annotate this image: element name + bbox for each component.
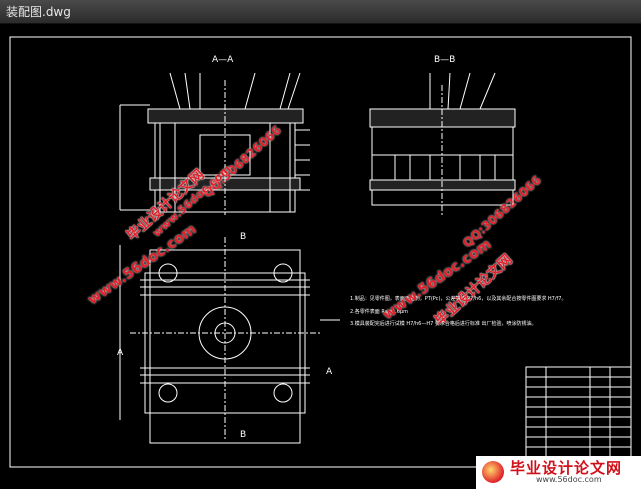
section-label-aa: A—A	[212, 55, 234, 65]
cut-label-b-bottom: B	[240, 430, 247, 440]
cut-label-b-top: B	[240, 232, 247, 242]
section-label-bb: B—B	[434, 55, 456, 65]
window-title: 装配图.dwg	[6, 5, 71, 19]
plan-view	[119, 237, 340, 444]
logo-url: www.56doc.com	[536, 475, 602, 484]
drawing-canvas[interactable]: A—A B—B B B A A 1.制品：见零件图，表面无毛刺，PT(Pc)，公…	[0, 25, 641, 489]
title-block	[525, 366, 632, 468]
cut-label-a-left: A	[117, 348, 124, 358]
section-view-aa	[119, 72, 310, 215]
tech-note-2: 2.各零件表面 Ra=1.6μm	[350, 309, 408, 315]
cut-label-a-right: A	[326, 367, 333, 377]
tech-note-1: 1.制品：见零件图，表面无毛刺，PT(Pc)，公差等级 P7/h6，以及其余配合…	[350, 296, 567, 302]
drawing-frame	[9, 36, 632, 468]
window-title-bar: 装配图.dwg	[0, 0, 641, 24]
logo-title: 毕业设计论文网	[510, 459, 623, 477]
tech-note-3: 3.模具装配完后进行试模 H7/h6—H7 要求合格后进行标准 出厂检验，喷涂防…	[350, 321, 537, 327]
cad-drawing	[9, 36, 632, 468]
site-logo-badge: 毕业设计论文网 www.56doc.com	[476, 456, 641, 489]
section-view-bb	[369, 72, 516, 215]
globe-icon	[482, 461, 504, 483]
